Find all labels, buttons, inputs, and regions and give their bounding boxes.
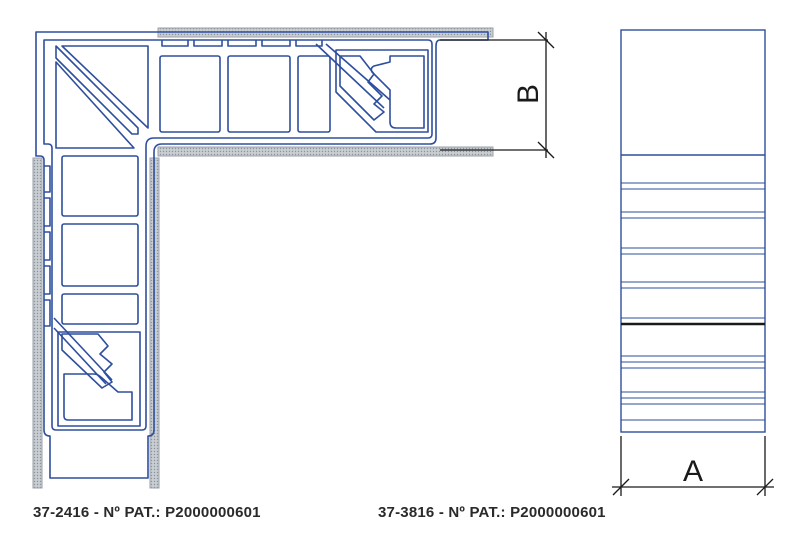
dimension-b (440, 31, 555, 159)
miter-wedge-left (55, 61, 135, 149)
chamber-h-3 (297, 55, 331, 133)
key-v-diag (53, 317, 113, 381)
chamber-v-1 (61, 155, 139, 217)
top-notches (161, 40, 323, 47)
dimension-a (612, 436, 774, 496)
dimension-b-label: B (512, 84, 545, 104)
elevation-grooves (621, 182, 765, 421)
key-h-tooth (339, 55, 385, 121)
chamber-v-2 (61, 223, 139, 287)
caption-part-2: 37-3816 - Nº PAT.: P2000000601 (378, 504, 606, 521)
key-v-inner (63, 373, 133, 421)
key-h-diag (315, 43, 385, 109)
key-h-wall (335, 49, 429, 133)
chamber-v-3 (61, 293, 139, 325)
key-v-wall (57, 331, 141, 427)
miter-wedge-top (61, 45, 149, 129)
profile-outer-contour (35, 31, 489, 479)
elevation-outline (620, 29, 766, 433)
key-h-inner (370, 55, 425, 129)
chamber-h-2 (227, 55, 291, 133)
dimension-a-label: A (683, 455, 703, 488)
profile-inner-contour (43, 39, 433, 431)
chamber-h-1 (159, 55, 221, 133)
key-h-diag2 (325, 43, 391, 101)
side-elevation (620, 29, 766, 433)
wall-top (157, 27, 494, 157)
left-notches (44, 165, 51, 327)
miter-diagonal (55, 45, 139, 135)
key-v-diag2 (53, 327, 107, 385)
corner-profile (35, 31, 489, 479)
key-v-tooth (61, 333, 113, 389)
caption-part-1: 37-2416 - Nº PAT.: P2000000601 (33, 504, 261, 521)
